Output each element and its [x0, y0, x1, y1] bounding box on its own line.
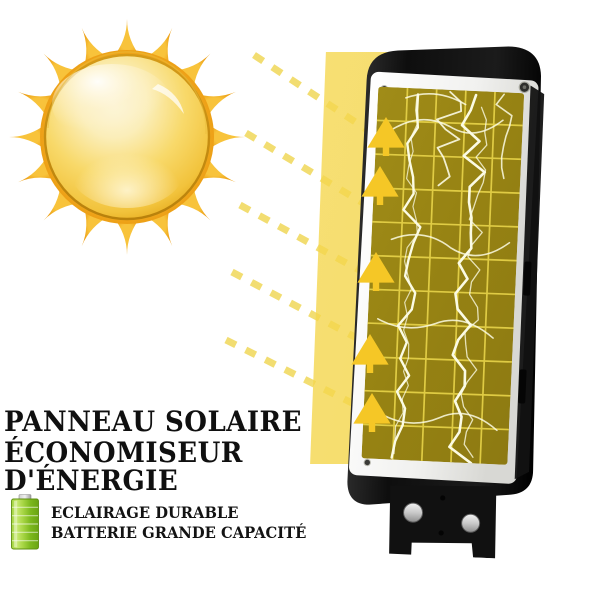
- sun-inner-arc: [47, 51, 207, 135]
- battery-gloss: [14, 501, 18, 547]
- sun-ray: [205, 122, 245, 152]
- sun-ray: [172, 182, 211, 221]
- lightning-bolt-icon: [377, 90, 513, 465]
- sun-ray: [112, 19, 142, 59]
- lightning-branch: [378, 412, 498, 432]
- battery-segments: [12, 506, 38, 542]
- screw-icon: [363, 458, 371, 467]
- cell-gridline-vertical: [391, 87, 409, 460]
- lightning-bolt: [390, 93, 422, 459]
- sun-ray: [43, 182, 82, 221]
- lightning-bolt: [436, 90, 463, 187]
- photovoltaic-cell-array: [361, 86, 525, 465]
- feature-line-2: BATTERIE GRANDE CAPACITÉ: [51, 523, 307, 542]
- cell-field: [361, 86, 525, 465]
- cell-gridline-horizontal: [372, 220, 519, 228]
- battery-icon: [11, 494, 39, 550]
- sun-graphic: [9, 19, 245, 255]
- lamp-vent: [523, 261, 532, 296]
- cell-gridline-horizontal: [369, 288, 516, 296]
- sun-icon: [8, 18, 246, 256]
- sun-ray: [172, 53, 211, 92]
- lightning-branch: [377, 318, 494, 339]
- lightning-branch: [390, 233, 511, 257]
- feature-line-1: ECLAIRAGE DURABLE: [51, 503, 239, 523]
- feature-row: ECLAIRAGE DURABLE BATTERIE GRANDE CAPACI…: [8, 494, 338, 552]
- cell-gridline-horizontal: [362, 423, 509, 431]
- cell-gridline-horizontal: [366, 355, 513, 363]
- cell-gridline-horizontal: [364, 389, 511, 397]
- cell-gridline-vertical: [479, 91, 496, 464]
- cell-gridline-horizontal: [375, 153, 522, 161]
- lightning-bolt: [495, 93, 513, 180]
- bracket-hole: [438, 530, 444, 536]
- screw-icon: [403, 502, 424, 523]
- lightning-bolt: [448, 93, 487, 465]
- lightning-branch: [405, 93, 467, 106]
- screw-icon-core: [522, 85, 527, 90]
- cell-gridlines: [362, 87, 523, 464]
- headline-line-2: ÉCONOMISEUR D'ÉNERGIE: [4, 435, 243, 498]
- sun-highlight: [52, 64, 172, 144]
- lamp-vent: [518, 369, 527, 404]
- lightning-bolt: [393, 95, 418, 455]
- solar-panel-lamp: [333, 32, 556, 561]
- cell-gridline-vertical: [450, 90, 467, 463]
- sun-specular-highlight: [152, 84, 184, 114]
- sun-ray: [9, 122, 49, 152]
- feature-text-block: ECLAIRAGE DURABLE BATTERIE GRANDE CAPACI…: [51, 503, 306, 543]
- product-headline: PANNEAU SOLAIRE ÉCONOMISEUR D'ÉNERGIE: [4, 405, 344, 498]
- sun-bottom-glow: [69, 128, 185, 208]
- bracket-hole: [440, 495, 446, 501]
- lightning-branch: [391, 118, 504, 134]
- sun-ray: [43, 53, 82, 92]
- sun-ray: [112, 215, 142, 255]
- cell-gridline-vertical: [420, 89, 438, 461]
- headline-line-1: PANNEAU SOLAIRE: [4, 405, 302, 438]
- screw-icon: [461, 513, 481, 533]
- lightning-bolt: [460, 106, 488, 458]
- cell-gridline-horizontal: [367, 322, 514, 330]
- cell-gridline-horizontal: [370, 254, 517, 262]
